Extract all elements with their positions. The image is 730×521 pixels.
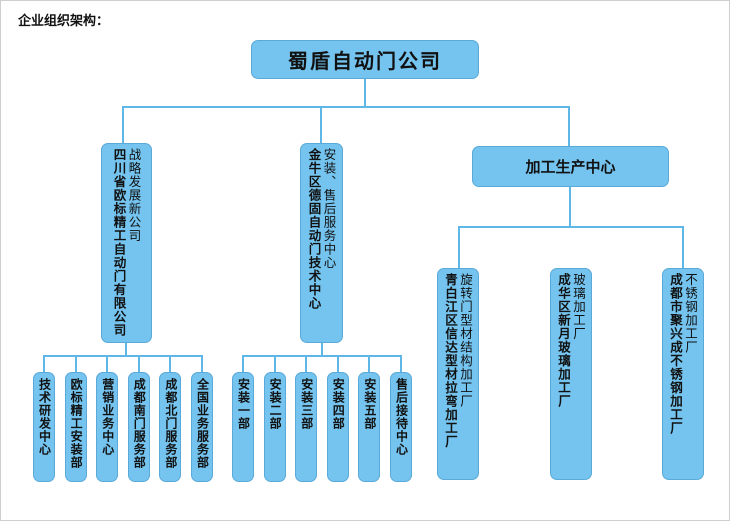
leaf-label: 营销业务中心 (100, 378, 115, 456)
connector (305, 355, 308, 373)
node-jinniu-degu: 安装、售后服务中心 金牛区德固自动门技术中心 (300, 143, 343, 343)
connector (682, 226, 684, 269)
node-juxingcheng: 不锈钢加工厂 成都市聚兴成不锈钢加工厂 (662, 268, 704, 480)
node-subtitle: 不锈钢加工厂 (683, 273, 698, 354)
connector (321, 342, 323, 356)
oubiao-leaf-node: 欧标精工安装部 (64, 372, 87, 482)
connector (169, 355, 172, 373)
leaf-label: 安装三部 (299, 378, 314, 430)
node-qingbaijiang-xinda: 旋转门型材结构加工厂 青白江区信达型材拉弯加工厂 (437, 268, 479, 480)
degu-leaf-node: 售后接待中心 (390, 372, 412, 482)
connector (106, 355, 109, 373)
node-title: 成华区新月玻璃加工厂 (556, 273, 571, 408)
degu-leaf-node: 安装五部 (358, 372, 381, 482)
connector (137, 355, 140, 373)
connector (43, 355, 201, 357)
root-node-label: 蜀盾自动门公司 (288, 49, 442, 73)
oubiao-leaf-node: 营销业务中心 (96, 372, 119, 482)
connector (242, 355, 244, 373)
connector (364, 78, 366, 108)
leaf-label: 安装一部 (236, 378, 251, 430)
node-title: 四川省欧标精工自动门有限公司 (111, 148, 127, 337)
degu-leaf-node: 安装一部 (232, 372, 254, 482)
leaf-label: 技术研发中心 (37, 378, 52, 456)
degu-leaf-node: 安装四部 (326, 372, 349, 482)
node-title: 成都市聚兴成不锈钢加工厂 (668, 273, 683, 435)
leaf-label: 全国业务服务部 (195, 378, 210, 469)
connector (125, 342, 127, 356)
degu-leaf-node: 安装二部 (263, 372, 286, 482)
node-title: 金牛区德固自动门技术中心 (306, 148, 322, 310)
leaf-label: 成都南门服务部 (132, 378, 147, 469)
node-chenghua-xinyue: 玻璃加工厂 成华区新月玻璃加工厂 (550, 268, 592, 480)
oubiao-leaf-node: 成都北门服务部 (159, 372, 182, 482)
page-heading: 企业组织架构： (18, 14, 110, 29)
connector (400, 355, 402, 373)
degu-leaf-node: 安装三部 (295, 372, 318, 482)
connector (336, 355, 339, 373)
root-node: 蜀盾自动门公司 (251, 40, 479, 79)
connector (568, 106, 570, 147)
connector (43, 355, 45, 373)
connector (201, 355, 203, 373)
connector (242, 355, 400, 357)
connector (569, 186, 571, 228)
node-sichuan-oubiao: 战略发展新公司 四川省欧标精工自动门有限公司 (101, 143, 152, 343)
oubiao-leaf-node: 全国业务服务部 (191, 372, 213, 482)
leaf-label: 安装四部 (331, 378, 346, 430)
node-subtitle: 玻璃加工厂 (571, 273, 586, 341)
connector (74, 355, 77, 373)
connector (458, 226, 684, 228)
node-title: 加工生产中心 (525, 158, 616, 176)
node-title: 青白江区信达型材拉弯加工厂 (443, 273, 458, 449)
node-processing-center: 加工生产中心 (472, 146, 669, 187)
leaf-label: 售后接待中心 (394, 378, 409, 456)
leaf-label: 欧标精工安装部 (69, 378, 84, 469)
connector (273, 355, 276, 373)
node-subtitle: 旋转门型材结构加工厂 (458, 273, 473, 408)
connector (320, 106, 322, 144)
connector (368, 355, 371, 373)
node-subtitle: 安装、售后服务中心 (321, 148, 337, 270)
connector (122, 106, 569, 108)
node-subtitle: 战略发展新公司 (126, 148, 142, 243)
oubiao-leaf-node: 技术研发中心 (33, 372, 55, 482)
connector (458, 226, 460, 269)
leaf-label: 成都北门服务部 (163, 378, 178, 469)
leaf-label: 安装二部 (268, 378, 283, 430)
leaf-label: 安装五部 (362, 378, 377, 430)
oubiao-leaf-node: 成都南门服务部 (127, 372, 150, 482)
connector (122, 106, 124, 144)
